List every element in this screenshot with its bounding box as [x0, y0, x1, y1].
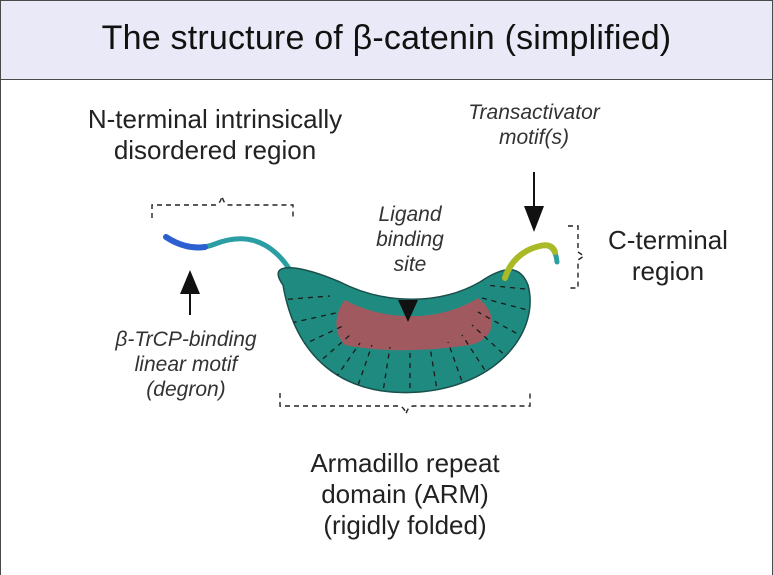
arm-label: Armadillo repeat domain (ARM) (rigidly f…	[265, 448, 545, 542]
n-terminal-label: N-terminal intrinsically disordered regi…	[40, 104, 390, 166]
transactivator-arrow	[524, 206, 544, 232]
title-bar: The structure of β-catenin (simplified)	[0, 0, 773, 80]
degron-arrow	[180, 270, 200, 294]
ligand-label-line: binding	[376, 228, 444, 252]
n-terminal-tail	[163, 234, 293, 273]
left-border	[0, 80, 1, 575]
n-terminal-label-line: disordered region	[113, 135, 317, 166]
n-terminal-brace	[151, 195, 294, 218]
arm-label-line: domain (ARM)	[321, 479, 489, 510]
c-terminal-label-line: region	[631, 256, 705, 287]
degron-label-line: β-TrCP-binding	[115, 328, 257, 351]
arm-brace	[279, 393, 531, 415]
degron-label: β-TrCP-binding linear motif (degron)	[80, 327, 292, 403]
arm-label-line: Armadillo repeat	[310, 448, 500, 478]
arm-label-line: (rigidly folded)	[323, 510, 487, 541]
transactivator-label-line: Transactivator	[468, 101, 600, 124]
degron-label-line: (degron)	[146, 378, 226, 402]
page-title: The structure of β-catenin (simplified)	[101, 19, 672, 57]
transactivator-label-line: motif(s)	[499, 126, 569, 150]
ligand-label-line: site	[393, 253, 427, 277]
c-terminal-bracket	[568, 225, 586, 289]
transactivator-label: Transactivator motif(s)	[430, 100, 638, 150]
n-terminal-label-line: N-terminal intrinsically	[87, 104, 343, 134]
ligand-label-line: Ligand	[378, 203, 442, 226]
ligand-arrow	[398, 300, 418, 322]
c-terminal-label: C-terminal region	[588, 225, 748, 287]
degron-segment	[163, 234, 208, 251]
ligand-binding-site	[336, 298, 492, 351]
c-terminal-label-line: C-terminal	[608, 225, 728, 255]
ligand-label: Ligand binding site	[350, 202, 470, 278]
degron-label-line: linear motif	[134, 353, 238, 377]
transactivator-segment	[502, 242, 558, 281]
